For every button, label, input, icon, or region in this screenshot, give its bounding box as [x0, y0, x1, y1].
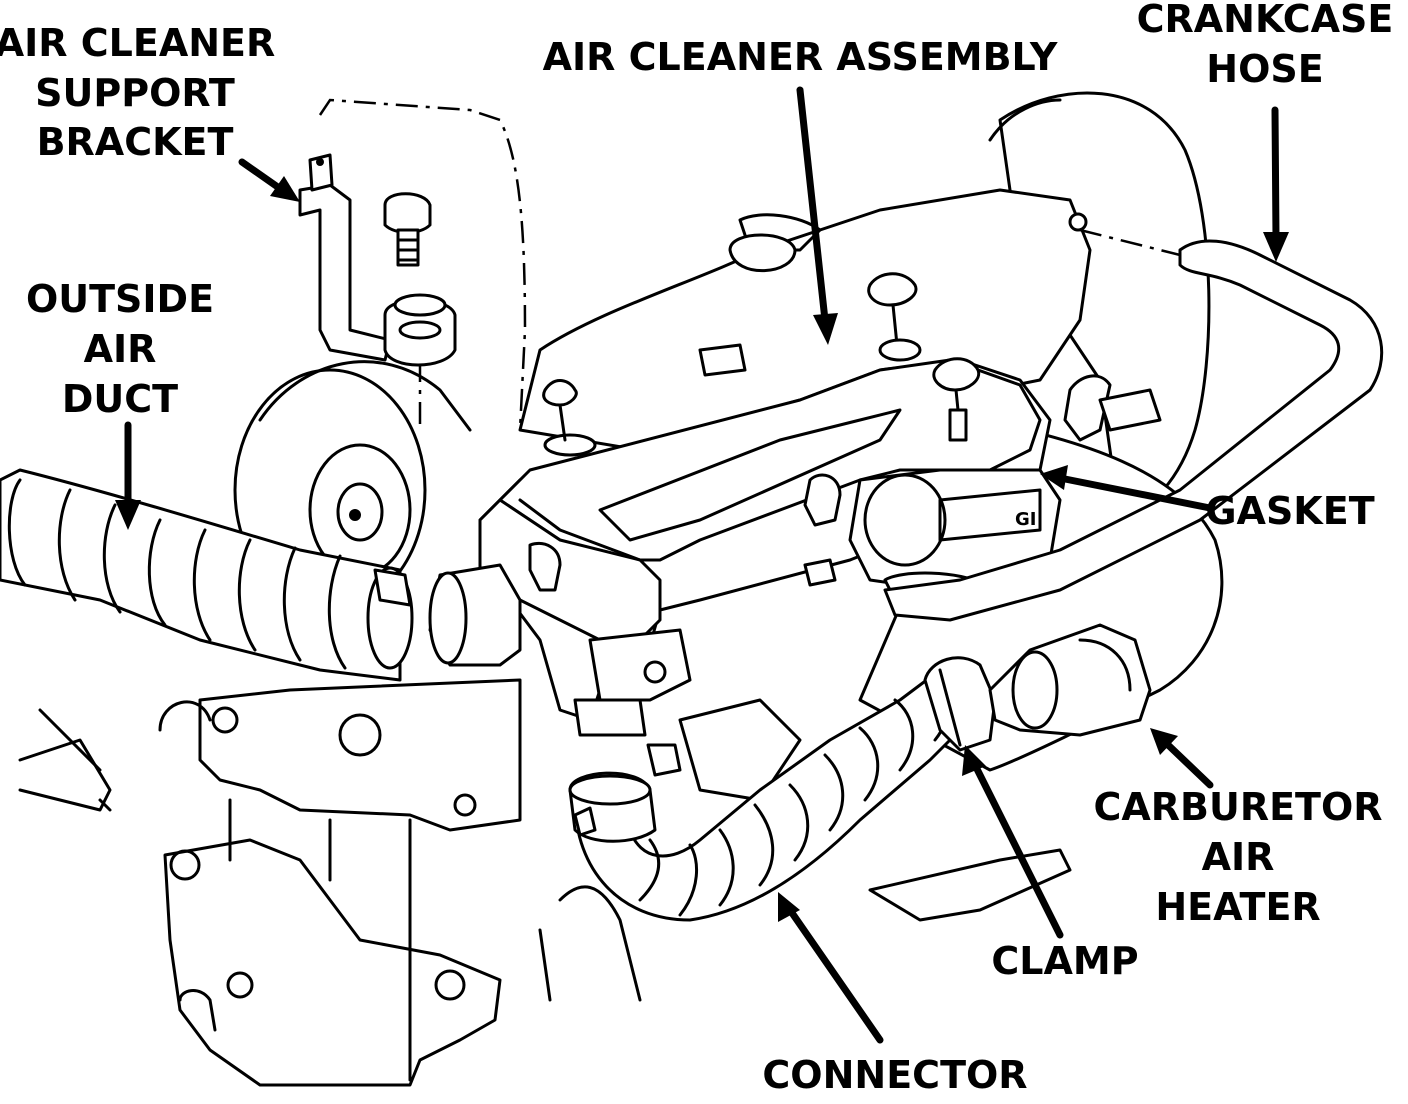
svg-text:GASKET: GASKET: [1205, 489, 1374, 533]
leader-arrows: [115, 86, 1289, 1044]
svg-text:BRACKET: BRACKET: [37, 120, 234, 164]
carburetor-air-heater: [988, 623, 1152, 737]
wing-nut-right: [932, 357, 981, 442]
svg-text:HEATER: HEATER: [1155, 885, 1320, 929]
label-outside-air-duct: OUTSIDE AIR DUCT: [26, 277, 214, 421]
label-clamp: CLAMP: [991, 939, 1138, 983]
arrow-connector: [786, 906, 884, 1044]
svg-text:AIR CLEANER: AIR CLEANER: [0, 21, 275, 65]
label-gasket: GASKET: [1205, 489, 1374, 533]
arrow-support-bracket: [238, 158, 286, 194]
svg-text:CARBURETOR: CARBURETOR: [1093, 785, 1382, 829]
svg-text:SUPPORT: SUPPORT: [35, 71, 235, 115]
label-crankcase-hose: CRANKCASE HOSE: [1137, 0, 1394, 91]
svg-text:CRANKCASE: CRANKCASE: [1137, 0, 1394, 41]
svg-text:GI: GI: [1015, 509, 1036, 530]
label-carburetor-air-heater: CARBURETOR AIR HEATER: [1093, 785, 1382, 929]
arrow-carburetor-air-heater: [1161, 738, 1214, 789]
arrow-crankcase-hose: [1271, 106, 1280, 242]
svg-text:CLAMP: CLAMP: [991, 939, 1138, 983]
bracket-bolt: [383, 192, 432, 267]
svg-text:AIR: AIR: [84, 327, 157, 371]
support-bracket: [298, 153, 392, 362]
svg-text:CONNECTOR: CONNECTOR: [762, 1053, 1027, 1097]
arrow-air-cleaner-assembly: [796, 86, 829, 324]
arrow-gasket: [1056, 474, 1214, 512]
arrow-clamp: [971, 761, 1064, 939]
bracket-grommet: [383, 293, 457, 367]
connector-hose: [568, 656, 997, 922]
wing-nut-center: [867, 272, 922, 362]
label-connector: CONNECTOR: [762, 1053, 1027, 1097]
svg-text:DUCT: DUCT: [62, 377, 178, 421]
crankcase-hose: [883, 212, 1384, 622]
svg-text:OUTSIDE: OUTSIDE: [26, 277, 214, 321]
label-air-cleaner-support-bracket: AIR CLEANER SUPPORT BRACKET: [0, 21, 275, 164]
outside-air-duct: [0, 468, 414, 682]
svg-text:HOSE: HOSE: [1206, 47, 1323, 91]
svg-text:AIR CLEANER ASSEMBLY: AIR CLEANER ASSEMBLY: [543, 35, 1058, 79]
wing-nut-left: [542, 379, 597, 457]
svg-text:AIR: AIR: [1202, 835, 1275, 879]
label-air-cleaner-assembly: AIR CLEANER ASSEMBLY: [543, 35, 1058, 79]
